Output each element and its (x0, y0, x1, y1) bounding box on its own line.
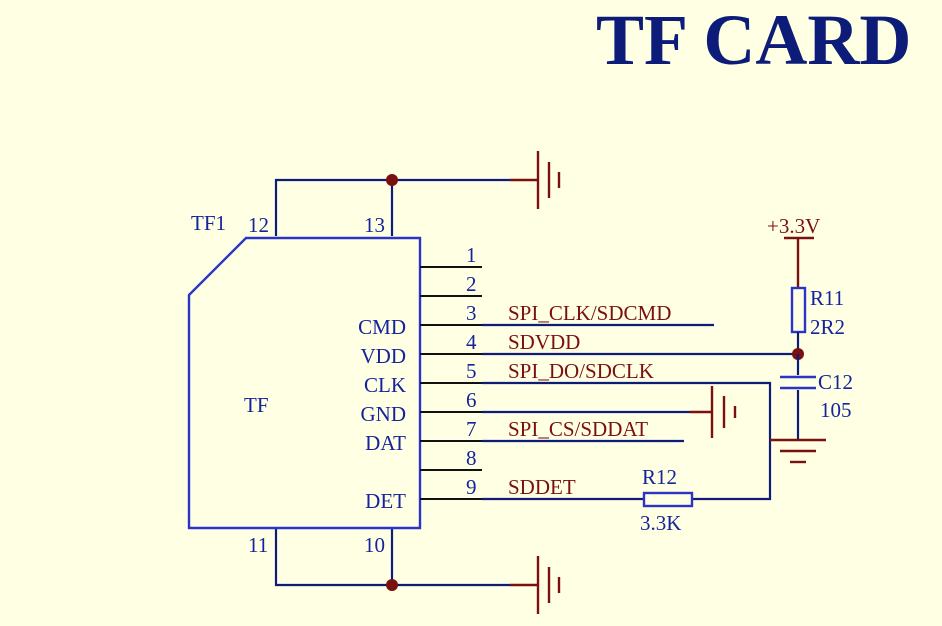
pin-number-3: 3 (466, 301, 477, 325)
ground-icon-c12 (770, 438, 826, 464)
pin-number-11: 11 (248, 533, 268, 557)
pin-number-4: 4 (466, 330, 477, 354)
pin-number-10: 10 (364, 533, 385, 557)
ground-icon-bottom (510, 556, 561, 614)
net-label-spi-cs: SPI_CS/SDDAT (508, 417, 648, 441)
page-title: TF CARD (596, 0, 911, 80)
junction-top (386, 174, 398, 186)
power-label: +3.3V (767, 214, 820, 238)
pin-number-7: 7 (466, 417, 477, 441)
pin-number-1: 1 (466, 243, 477, 267)
pin-label-cmd: CMD (358, 315, 406, 339)
pin-label-dat: DAT (365, 431, 406, 455)
r12-ref: R12 (642, 465, 677, 489)
c12-value: 105 (820, 398, 852, 422)
pin-label-clk: CLK (364, 373, 406, 397)
r12-resistor (642, 491, 694, 508)
r11-resistor (790, 286, 807, 334)
connector-name: TF (244, 393, 269, 417)
top-shield-wire (274, 178, 510, 236)
pin-label-det: DET (365, 489, 406, 513)
pin-label-gnd: GND (361, 402, 407, 426)
connector-pins (420, 266, 482, 500)
ground-icon-pin6 (690, 386, 737, 438)
bottom-shield-wire (274, 528, 510, 587)
junction-bottom (386, 579, 398, 591)
pin-number-5: 5 (466, 359, 477, 383)
net-label-spi-do: SPI_DO/SDCLK (508, 359, 654, 383)
pin-number-2: 2 (466, 272, 477, 296)
ground-icon-top (510, 151, 561, 209)
net-label-spi-clk: SPI_CLK/SDCMD (508, 301, 671, 325)
r12-value: 3.3K (640, 511, 681, 535)
net-label-sddet: SDDET (508, 475, 576, 499)
pin-number-9: 9 (466, 475, 477, 499)
c12-ref: C12 (818, 370, 853, 394)
tf-connector-body (187, 236, 422, 530)
pin-number-8: 8 (466, 446, 477, 470)
pin-label-vdd: VDD (361, 344, 407, 368)
net-label-sdvdd: SDVDD (508, 330, 580, 354)
pin-number-6: 6 (466, 388, 477, 412)
connector-ref: TF1 (191, 211, 226, 235)
r11-ref: R11 (810, 286, 844, 310)
r11-value: 2R2 (810, 315, 845, 339)
pin-number-12: 12 (248, 213, 269, 237)
pin-number-13: 13 (364, 213, 385, 237)
